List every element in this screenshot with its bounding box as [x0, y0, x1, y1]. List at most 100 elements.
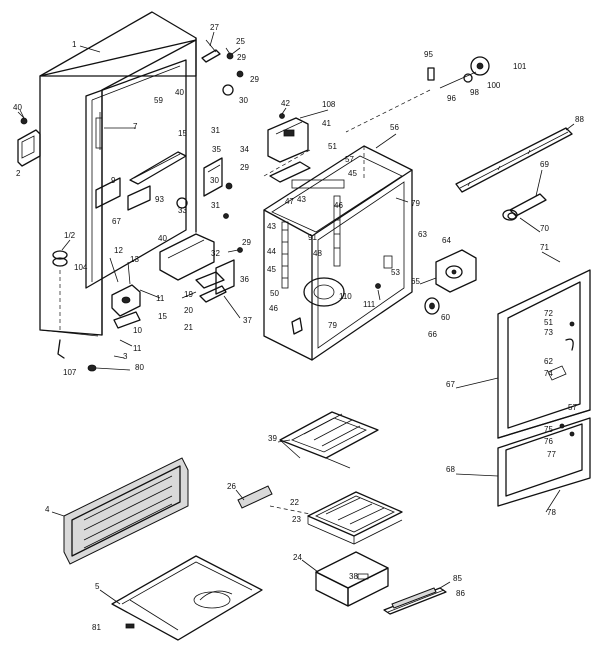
- callout-leaders: [19, 31, 575, 605]
- callout-number: 108: [322, 100, 336, 109]
- callout-number: 86: [456, 589, 465, 598]
- callout-number: 70: [540, 224, 549, 233]
- callout-number: 31: [211, 126, 220, 135]
- callout-number: 46: [334, 201, 343, 210]
- wire-shelf: [279, 411, 379, 469]
- callout-number: 88: [575, 115, 584, 124]
- callout-number: 15: [178, 129, 187, 138]
- crisper-cover-trim: [237, 485, 273, 509]
- callout-number: 1/2: [64, 231, 76, 240]
- callout-number: 47: [285, 197, 294, 206]
- callout-number: 38: [349, 572, 358, 581]
- upper-gasket: [497, 269, 591, 439]
- callout-number: 45: [348, 169, 357, 178]
- callout-number: 51: [328, 142, 337, 151]
- callout-number: 37: [243, 316, 252, 325]
- callout-number: 3: [123, 352, 128, 361]
- callout-number: 80: [135, 363, 144, 372]
- callout-number: 81: [92, 623, 101, 632]
- callout-number: 78: [547, 508, 556, 517]
- callout-number: 21: [184, 323, 193, 332]
- callout-number: 20: [184, 306, 193, 315]
- damper-housing: [419, 249, 477, 315]
- callout-number: 95: [424, 50, 433, 59]
- callout-number: 65: [411, 277, 420, 286]
- callout-number: 27: [210, 23, 219, 32]
- toe-grille: [63, 457, 189, 565]
- callout-number: 30: [239, 96, 248, 105]
- callout-number: 73: [544, 328, 553, 337]
- callout-number: 110: [339, 292, 352, 301]
- damper-shaft: [345, 56, 490, 133]
- callout-number: 76: [544, 437, 553, 446]
- callout-number: 40: [13, 103, 22, 112]
- lower-gasket: [497, 409, 591, 507]
- callout-number: 40: [175, 88, 184, 97]
- callout-number: 50: [270, 289, 279, 298]
- crisper-drawer: [315, 551, 389, 607]
- callout-number: 15: [158, 312, 167, 321]
- callout-number: 77: [547, 450, 556, 459]
- callout-number: 72: [544, 309, 553, 318]
- callout-number: 12: [114, 246, 123, 255]
- callout-number: 29: [242, 238, 251, 247]
- air-duct-tube: [455, 127, 573, 193]
- callout-number: 104: [74, 263, 88, 272]
- callout-number: 63: [418, 230, 427, 239]
- callout-number: 101: [513, 62, 527, 71]
- callout-number: 66: [428, 330, 437, 339]
- callout-number: 9: [111, 176, 116, 185]
- callout-number: 57: [345, 155, 354, 164]
- callout-number: 56: [390, 123, 399, 132]
- callout-number: 64: [442, 236, 451, 245]
- callout-number: 69: [540, 160, 549, 169]
- callout-number: 29: [240, 163, 249, 172]
- callout-number: 45: [267, 265, 276, 274]
- callout-number: 11: [156, 294, 165, 303]
- callout-number: 13: [130, 255, 139, 264]
- callout-number: 33: [178, 206, 187, 215]
- callout-number: 67: [112, 217, 121, 226]
- callout-number: 96: [447, 94, 456, 103]
- callout-number: 4: [45, 505, 50, 514]
- callout-number: 100: [487, 81, 501, 90]
- callout-number: 107: [63, 368, 77, 377]
- callout-number: 7: [133, 122, 138, 131]
- side-parts: [17, 111, 131, 372]
- callout-number: 24: [293, 553, 302, 562]
- callout-number: 31: [211, 201, 220, 210]
- callout-number: 74: [544, 369, 553, 378]
- callout-number: 5: [95, 582, 100, 591]
- callout-number: 26: [227, 482, 236, 491]
- liner-rails: [281, 179, 345, 335]
- upper-hinge: [201, 39, 244, 96]
- callout-number: 30: [210, 176, 219, 185]
- callout-number: 53: [391, 268, 400, 277]
- callout-number: 29: [250, 75, 259, 84]
- callout-number: 98: [470, 88, 479, 97]
- crisper-cover: [307, 491, 403, 545]
- callout-number: 44: [267, 247, 276, 256]
- callout-number: 34: [240, 145, 249, 154]
- callout-number: 62: [544, 357, 553, 366]
- callout-number: 10: [133, 326, 142, 335]
- rear-fasteners: [375, 197, 409, 301]
- callout-number: 93: [155, 195, 164, 204]
- control-housing: [267, 113, 311, 183]
- callout-number: 51: [544, 318, 553, 327]
- callout-number: 91: [308, 233, 317, 242]
- lower-hinge: [109, 257, 161, 359]
- callout-number: 79: [411, 199, 420, 208]
- callout-number: 79: [328, 321, 337, 330]
- callout-number: 25: [236, 37, 245, 46]
- callout-number: 19: [184, 290, 193, 299]
- callout-number: 59: [154, 96, 163, 105]
- callout-number: 41: [322, 119, 331, 128]
- callout-number: 1: [72, 40, 77, 49]
- evaporator-bracket: [95, 112, 187, 211]
- control-bracket: [159, 157, 243, 319]
- callout-number: 40: [158, 234, 167, 243]
- callout-number: 39: [268, 434, 277, 443]
